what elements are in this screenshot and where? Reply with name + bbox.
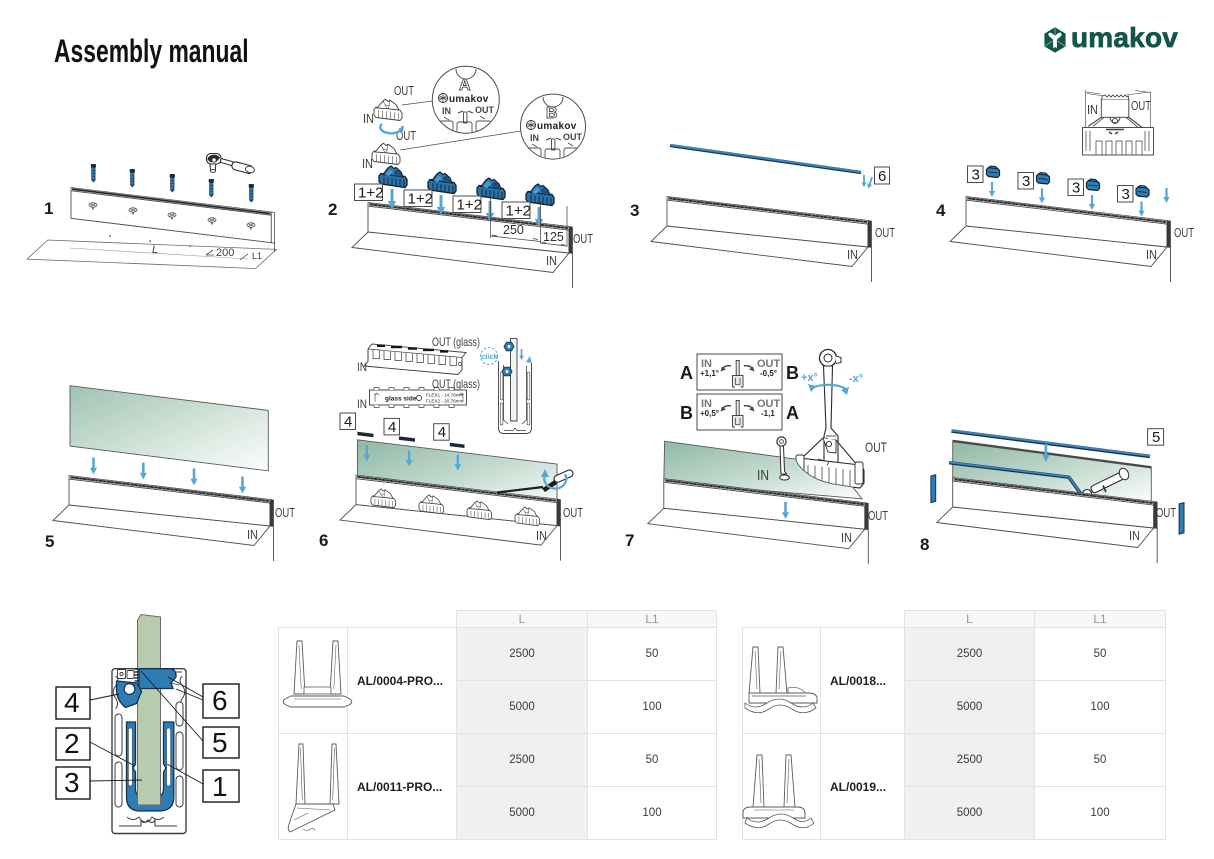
svg-text:5: 5 — [1152, 429, 1160, 446]
svg-text:+0,5°: +0,5° — [700, 409, 719, 418]
svg-text:6: 6 — [878, 168, 886, 185]
svg-text:IN: IN — [841, 530, 852, 545]
svg-text:1+2: 1+2 — [358, 185, 383, 202]
svg-text:OUT: OUT — [865, 439, 887, 455]
svg-text:OUT: OUT — [1174, 225, 1194, 240]
svg-text:IN: IN — [701, 398, 712, 410]
svg-text:3: 3 — [64, 767, 80, 798]
svg-text:OUT: OUT — [563, 132, 583, 142]
svg-text:IN: IN — [363, 111, 374, 126]
svg-text:OUT: OUT — [394, 83, 414, 98]
svg-text:6: 6 — [212, 685, 228, 716]
svg-text:IN: IN — [546, 253, 557, 268]
svg-text:OUT: OUT — [875, 225, 895, 240]
svg-text:umakov: umakov — [537, 121, 577, 132]
svg-text:+1,1°: +1,1° — [700, 369, 719, 378]
svg-text:OUT: OUT — [1131, 98, 1151, 113]
svg-text:umakov: umakov — [449, 94, 489, 105]
svg-text:7: 7 — [625, 531, 634, 550]
svg-text:IN: IN — [701, 358, 712, 370]
svg-text:A: A — [459, 77, 471, 94]
svg-text:L1: L1 — [252, 251, 262, 261]
svg-text:click: click — [481, 352, 499, 361]
svg-text:4: 4 — [388, 419, 396, 436]
svg-text:IN: IN — [536, 528, 547, 543]
svg-text:OUT: OUT — [563, 505, 583, 520]
svg-text:IN: IN — [530, 133, 539, 143]
svg-text:5: 5 — [45, 532, 54, 551]
svg-text:IN: IN — [1129, 528, 1140, 543]
svg-text:B: B — [546, 105, 558, 122]
svg-text:3: 3 — [1022, 173, 1030, 190]
svg-text:B: B — [680, 403, 693, 423]
svg-text:-1,1: -1,1 — [761, 409, 775, 418]
svg-text:3: 3 — [972, 167, 980, 184]
svg-text:B: B — [786, 363, 799, 383]
svg-text:OUT: OUT — [475, 105, 495, 115]
svg-text:3: 3 — [1122, 186, 1130, 203]
svg-text:4: 4 — [936, 201, 946, 220]
svg-text:4: 4 — [64, 687, 80, 718]
svg-text:IN: IN — [362, 156, 373, 171]
svg-text:OUT (glass): OUT (glass) — [432, 335, 480, 349]
svg-text:125: 125 — [543, 230, 564, 244]
svg-text:8: 8 — [920, 535, 929, 554]
svg-text:OUT: OUT — [573, 231, 593, 246]
svg-text:FLEX2 - 20,76mm: FLEX2 - 20,76mm — [426, 399, 463, 404]
svg-text:IN: IN — [1146, 247, 1157, 262]
svg-text:2: 2 — [64, 728, 80, 759]
svg-text:IN: IN — [247, 527, 258, 542]
svg-text:1: 1 — [212, 771, 228, 802]
svg-text:OUT: OUT — [757, 398, 781, 410]
svg-text:IN: IN — [357, 360, 367, 374]
svg-text:OUT: OUT — [868, 508, 888, 523]
svg-text:4: 4 — [344, 414, 352, 431]
svg-text:6: 6 — [319, 531, 328, 550]
svg-text:4: 4 — [438, 424, 446, 441]
svg-text:3: 3 — [1072, 180, 1080, 197]
svg-text:2: 2 — [328, 200, 337, 219]
svg-text:A: A — [680, 363, 693, 383]
svg-text:FLEX1 - 14,76mm: FLEX1 - 14,76mm — [426, 393, 463, 398]
svg-text:1+2: 1+2 — [506, 203, 531, 220]
svg-text:1+2: 1+2 — [408, 191, 433, 208]
svg-text:1: 1 — [44, 199, 53, 218]
svg-text:+x°: +x° — [801, 372, 818, 384]
svg-text:-x°: -x° — [849, 373, 863, 385]
svg-text:3: 3 — [630, 201, 639, 220]
svg-text:IN: IN — [1087, 102, 1098, 117]
svg-text:250: 250 — [503, 223, 524, 237]
svg-text:IN: IN — [357, 397, 367, 411]
svg-text:1+2: 1+2 — [457, 197, 482, 214]
svg-text:L: L — [152, 244, 158, 256]
svg-text:A: A — [786, 403, 799, 423]
svg-text:OUT: OUT — [757, 358, 781, 370]
svg-text:200: 200 — [216, 247, 234, 259]
svg-text:glass side: glass side — [385, 396, 417, 403]
svg-text:IN: IN — [847, 247, 858, 262]
svg-text:IN: IN — [757, 467, 769, 484]
svg-text:OUT: OUT — [396, 128, 416, 143]
svg-text:5: 5 — [212, 727, 228, 758]
svg-text:IN: IN — [442, 106, 451, 116]
svg-text:OUT: OUT — [1156, 505, 1176, 520]
svg-text:-0,5°: -0,5° — [760, 369, 777, 378]
svg-text:OUT: OUT — [275, 505, 295, 520]
svg-text:OUT (glass): OUT (glass) — [432, 377, 480, 391]
